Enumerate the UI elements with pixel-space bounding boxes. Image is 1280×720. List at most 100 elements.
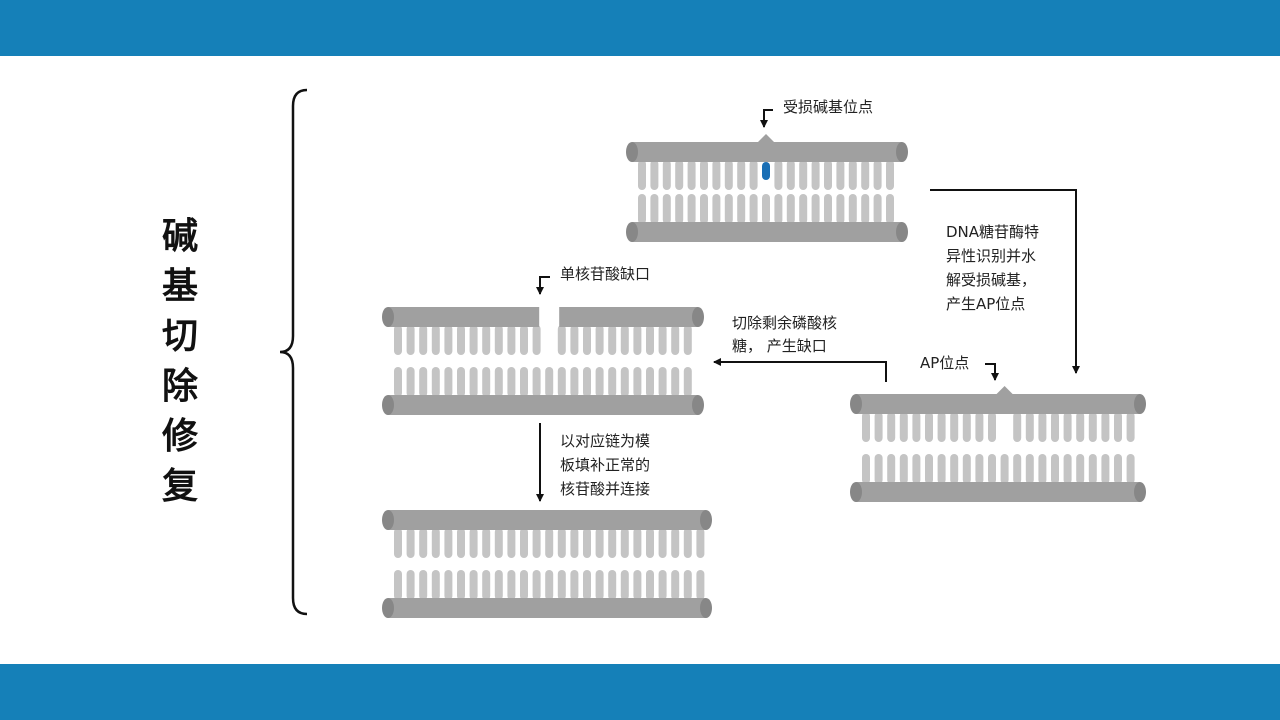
strand-end bbox=[692, 395, 704, 415]
fill-line: 核苷酸并连接 bbox=[560, 480, 650, 498]
base-rung bbox=[608, 367, 617, 397]
base-rung bbox=[799, 160, 808, 190]
base-rung bbox=[520, 570, 528, 600]
base-rung bbox=[520, 367, 528, 397]
base-rung bbox=[406, 367, 415, 397]
strand-end bbox=[626, 222, 638, 242]
base-rung bbox=[925, 454, 933, 484]
base-rung bbox=[457, 528, 465, 558]
base-rung bbox=[532, 367, 541, 397]
backbone-strand bbox=[388, 307, 540, 327]
base-rung bbox=[431, 367, 440, 397]
label-single-nucleotide-gap: 单核苷酸缺口 bbox=[560, 265, 650, 283]
base-rung bbox=[406, 325, 415, 355]
base-rung bbox=[545, 570, 554, 600]
curly-brace bbox=[279, 88, 308, 616]
base-rung bbox=[912, 454, 921, 484]
base-rung bbox=[1101, 412, 1110, 442]
base-rung bbox=[937, 412, 946, 442]
base-rung bbox=[406, 528, 415, 558]
base-rung bbox=[444, 325, 453, 355]
base-rung bbox=[988, 412, 996, 442]
base-rung bbox=[457, 367, 465, 397]
base-rung bbox=[650, 194, 659, 224]
pointer-gap bbox=[536, 276, 550, 295]
base-rung bbox=[848, 160, 857, 190]
base-rung bbox=[962, 454, 971, 484]
backbone-strand bbox=[559, 307, 698, 327]
base-rung bbox=[419, 528, 428, 558]
base-rung bbox=[494, 528, 503, 558]
strand-notch bbox=[758, 134, 774, 142]
base-rung bbox=[899, 454, 908, 484]
base-rung bbox=[557, 367, 566, 397]
fill-line: 以对应链为模 bbox=[560, 432, 650, 450]
base-rung bbox=[1051, 454, 1059, 484]
page-title: 碱 基 切 除 修 复 bbox=[148, 212, 212, 512]
backbone-strand bbox=[388, 395, 698, 415]
base-rung bbox=[724, 194, 733, 224]
base-rung bbox=[570, 528, 579, 558]
strand-end bbox=[1134, 482, 1146, 502]
base-rung bbox=[583, 367, 591, 397]
base-rung bbox=[749, 160, 758, 190]
base-rung bbox=[1038, 412, 1047, 442]
base-rung bbox=[811, 160, 820, 190]
base-rung bbox=[608, 528, 617, 558]
label-damaged-base-site: 受损碱基位点 bbox=[783, 98, 873, 116]
base-rung bbox=[507, 325, 516, 355]
title-char: 碱 bbox=[161, 216, 198, 257]
base-rung bbox=[570, 367, 579, 397]
base-rung bbox=[469, 570, 478, 600]
base-rung bbox=[1114, 412, 1122, 442]
base-rung bbox=[406, 570, 415, 600]
pointer-ap-site bbox=[985, 363, 999, 381]
base-rung bbox=[683, 367, 692, 397]
base-rung bbox=[658, 325, 667, 355]
base-rung bbox=[633, 570, 642, 600]
base-rung bbox=[431, 570, 440, 600]
base-rung bbox=[799, 194, 808, 224]
base-rung bbox=[646, 367, 654, 397]
base-rung bbox=[886, 194, 894, 224]
base-rung bbox=[671, 528, 680, 558]
base-rung bbox=[557, 528, 566, 558]
base-rung bbox=[570, 325, 579, 355]
base-rung bbox=[646, 325, 654, 355]
base-rung bbox=[712, 194, 721, 224]
base-rung bbox=[646, 528, 654, 558]
base-rung bbox=[675, 194, 684, 224]
base-rung bbox=[848, 194, 857, 224]
strand-end bbox=[692, 307, 704, 327]
base-rung bbox=[724, 160, 733, 190]
backbone-strand bbox=[388, 598, 706, 618]
base-rung bbox=[811, 194, 820, 224]
base-rung bbox=[988, 454, 996, 484]
base-rung bbox=[786, 194, 795, 224]
arrow-excise bbox=[713, 358, 887, 382]
bottom-band bbox=[0, 664, 1280, 720]
base-rung bbox=[494, 325, 503, 355]
base-rung bbox=[662, 194, 671, 224]
base-rung bbox=[786, 160, 795, 190]
base-rung bbox=[469, 528, 478, 558]
base-rung bbox=[712, 160, 721, 190]
base-rung bbox=[1000, 454, 1009, 484]
base-rung bbox=[658, 367, 667, 397]
base-rung bbox=[595, 325, 604, 355]
base-rung bbox=[675, 160, 684, 190]
base-rung bbox=[749, 194, 758, 224]
glycosylase-line: DNA糖苷酶特 bbox=[946, 223, 1039, 241]
base-rung bbox=[457, 325, 465, 355]
base-rung bbox=[444, 367, 453, 397]
base-rung bbox=[431, 528, 440, 558]
base-rung bbox=[1076, 412, 1085, 442]
base-rung bbox=[975, 454, 984, 484]
title-char: 除 bbox=[161, 366, 198, 407]
base-rung bbox=[1076, 454, 1085, 484]
base-rung bbox=[469, 325, 478, 355]
base-rung bbox=[532, 570, 541, 600]
strand-end bbox=[700, 598, 712, 618]
base-rung bbox=[861, 160, 870, 190]
base-rung bbox=[1063, 412, 1072, 442]
